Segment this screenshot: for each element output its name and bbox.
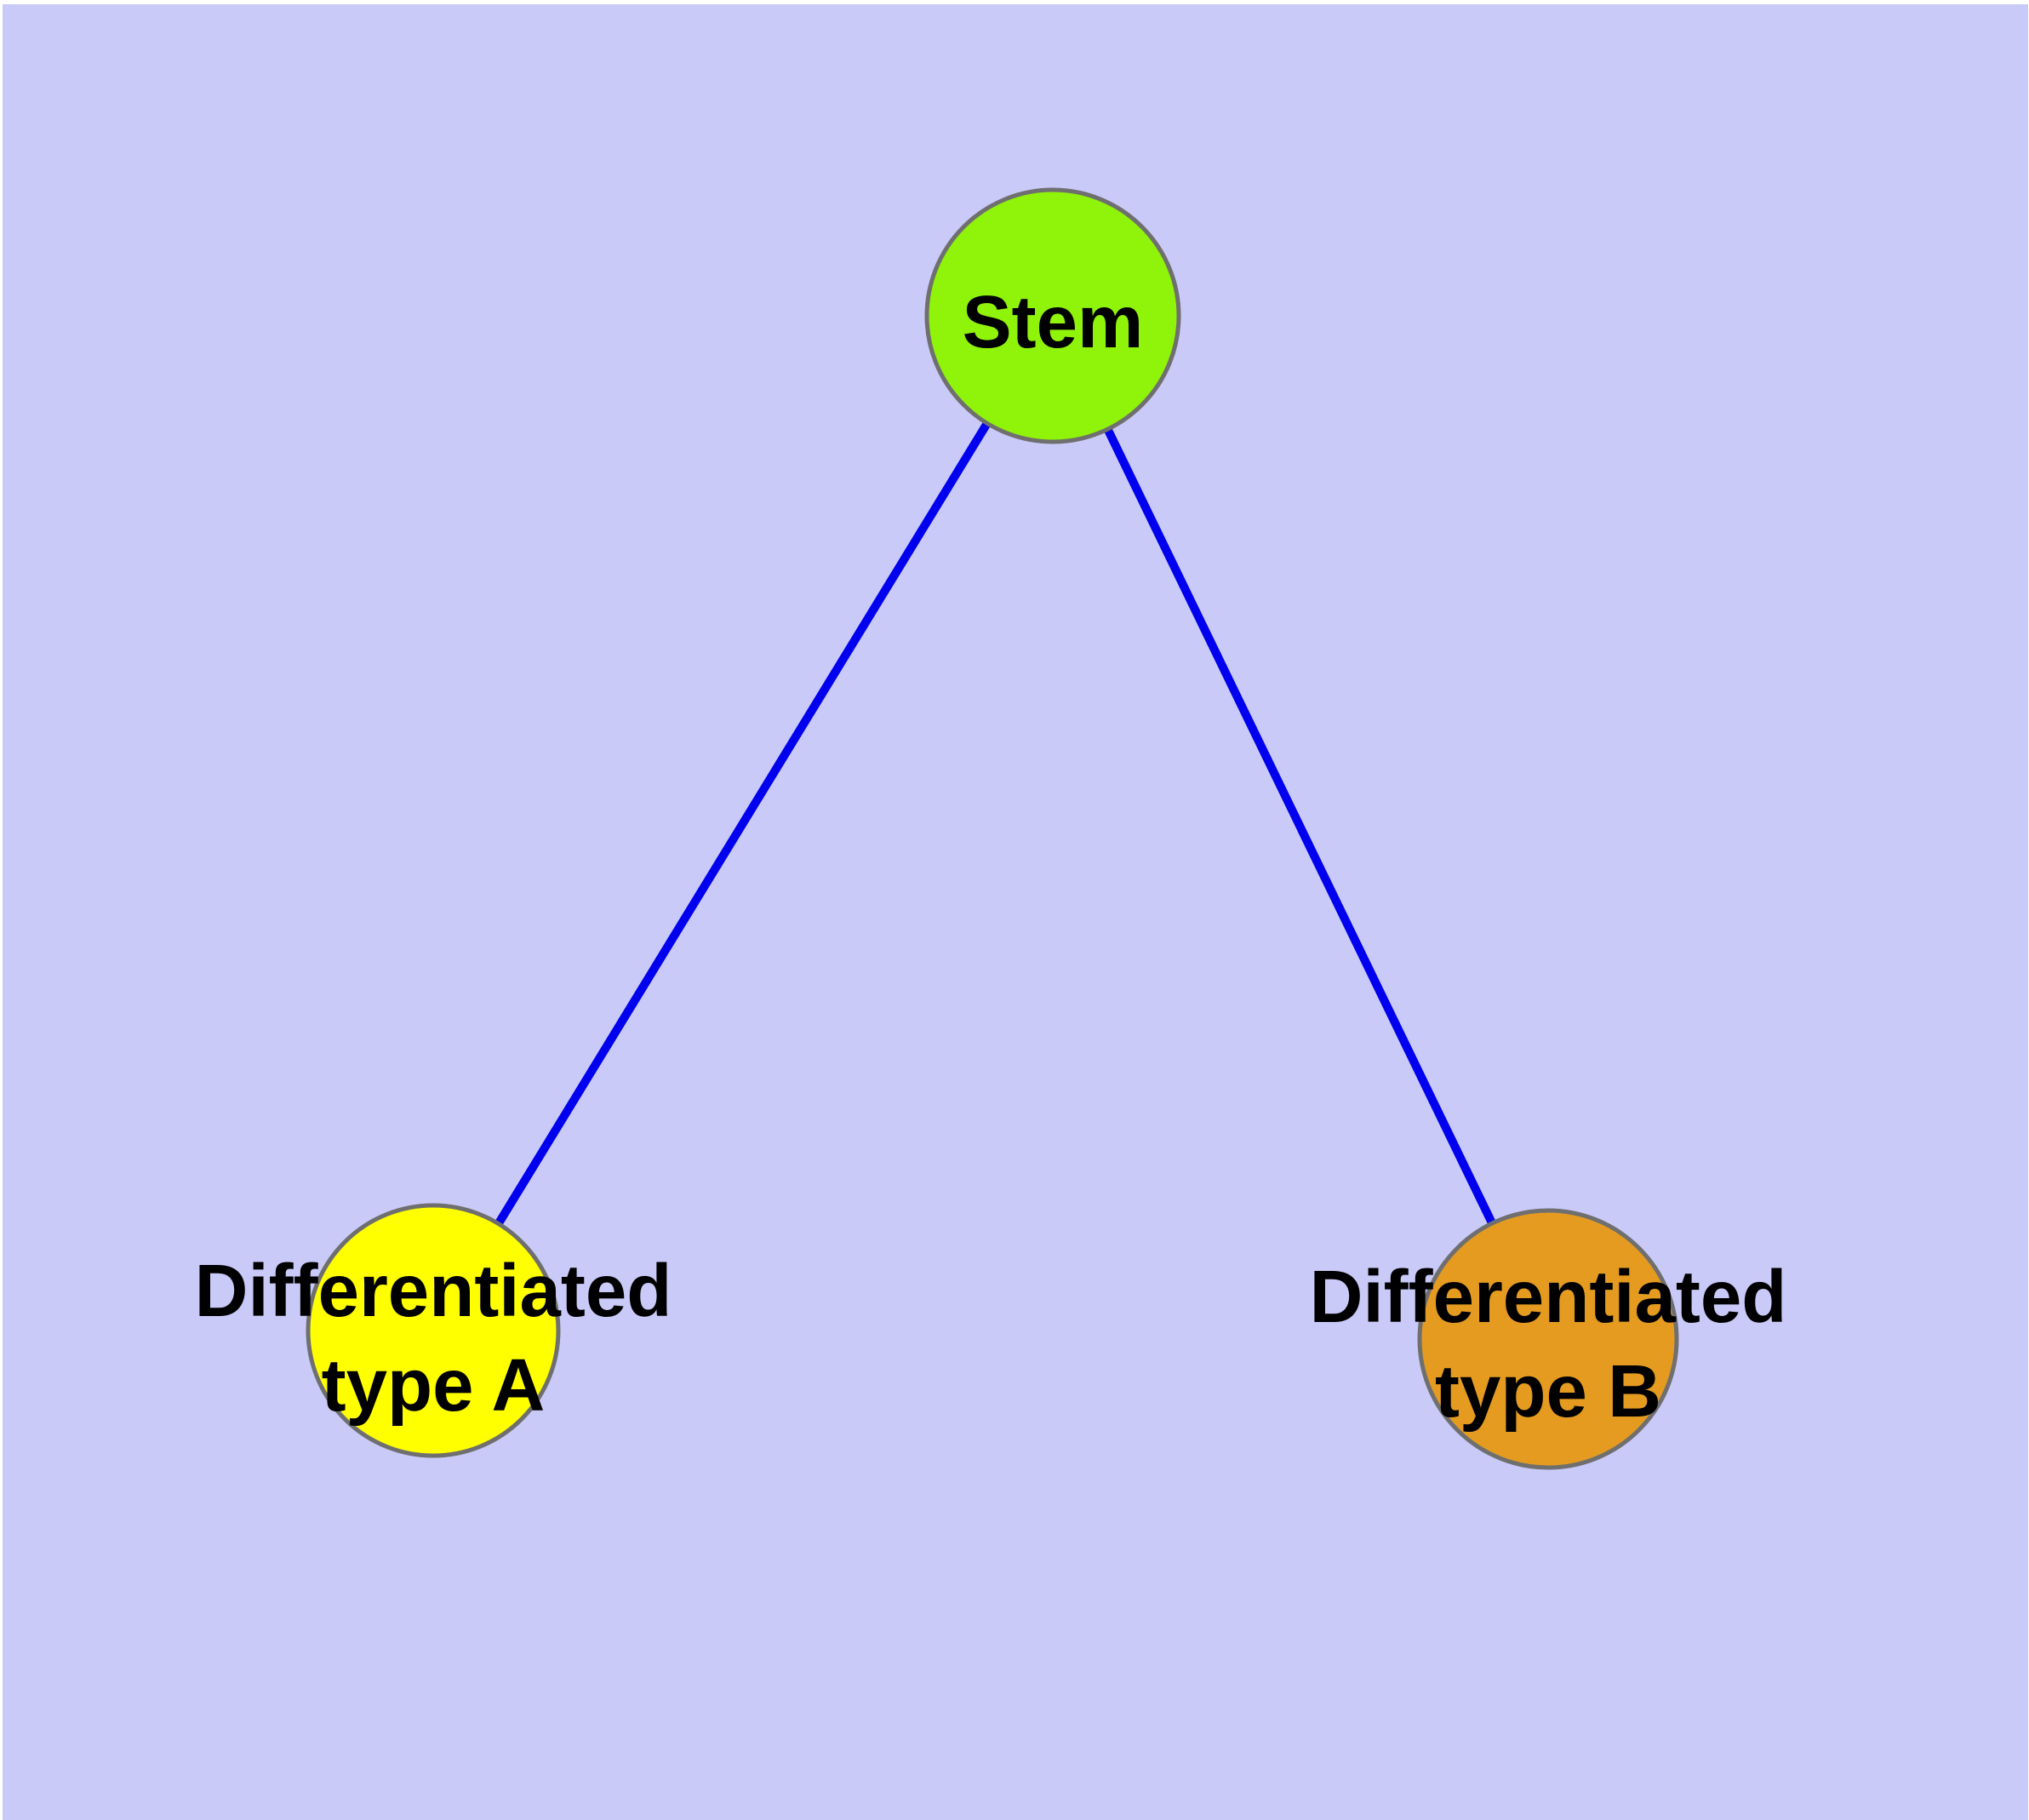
- node-differentiated-b: [1417, 1208, 1679, 1470]
- node-label-differentiated-b-line1: Differentiated: [1310, 1256, 1787, 1338]
- node-differentiated-a: [306, 1203, 561, 1458]
- edge-stem-differentiated-b: [1049, 313, 1552, 1342]
- edge-stem-differentiated-a: [429, 313, 1057, 1333]
- node-label-differentiated-a-line2: type A: [322, 1344, 546, 1427]
- node-label-stem-line1: Stem: [963, 281, 1144, 363]
- node-label-differentiated-a-line1: Differentiated: [195, 1250, 672, 1332]
- node-stem: [924, 187, 1181, 444]
- node-label-differentiated-b-line2: type B: [1435, 1350, 1661, 1433]
